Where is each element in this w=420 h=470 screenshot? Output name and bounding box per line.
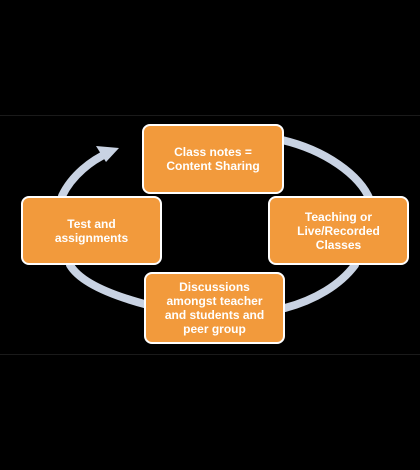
edge-discussions-to-test xyxy=(66,261,152,309)
node-teaching: Teaching or Live/Recorded Classes xyxy=(268,196,409,265)
edge-teaching-to-discussions xyxy=(281,261,359,312)
node-discussions: Discussions amongst teacher and students… xyxy=(144,272,285,344)
node-class-notes: Class notes = Content Sharing xyxy=(142,124,284,194)
edge-class-notes-to-teaching xyxy=(278,136,374,204)
edge-test-to-class-notes xyxy=(58,149,112,200)
node-test: Test and assignments xyxy=(21,196,162,265)
arrowhead-icon xyxy=(96,146,119,162)
